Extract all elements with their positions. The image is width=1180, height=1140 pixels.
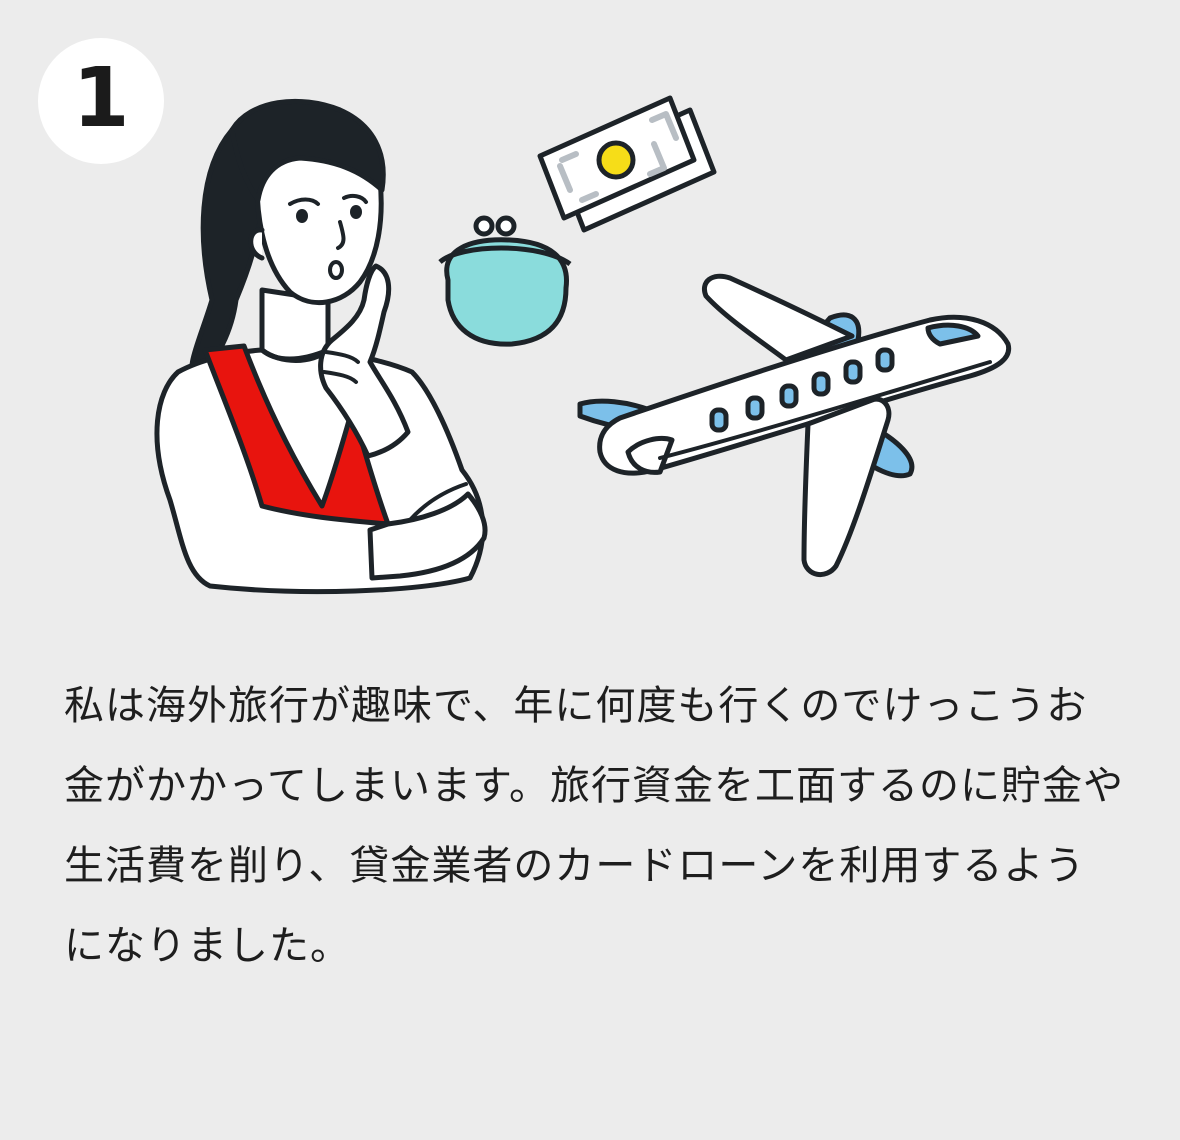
airplane-icon xyxy=(577,273,1012,577)
woman-thinking-figure xyxy=(154,98,488,595)
illustration xyxy=(154,95,1012,595)
coin-purse-icon xyxy=(438,215,572,347)
banknote-icon xyxy=(537,95,717,233)
caption-text: 私は海外旅行が趣味で、年に何度も行くのでけっこうお金がかかってしまいます。旅行資… xyxy=(64,683,1124,969)
step-badge: 1 xyxy=(38,38,164,164)
step-number: 1 xyxy=(72,51,130,146)
